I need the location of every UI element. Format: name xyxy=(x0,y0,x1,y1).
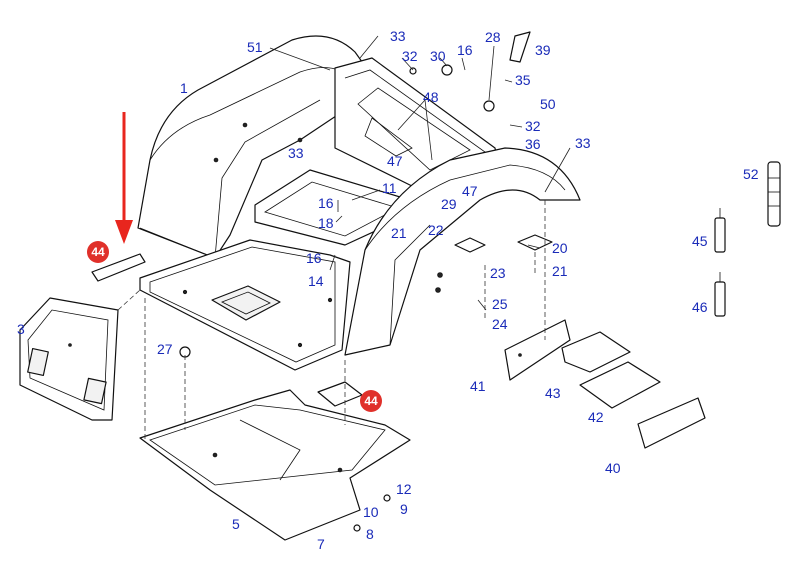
label-30: 30 xyxy=(430,48,446,64)
part-hardware xyxy=(179,31,553,532)
label-47-left: 47 xyxy=(387,153,403,169)
label-23: 23 xyxy=(490,265,506,281)
label-52: 52 xyxy=(743,166,759,182)
badge-44-left: 44 xyxy=(87,241,109,263)
badge-44-left-text: 44 xyxy=(91,245,105,259)
label-39: 39 xyxy=(535,42,551,58)
part-43-mat xyxy=(561,331,631,373)
part-rear-panel xyxy=(19,297,119,421)
highlight-arrow xyxy=(115,112,133,244)
label-33-left: 33 xyxy=(288,145,304,161)
label-32-mid: 32 xyxy=(525,118,541,134)
label-25: 25 xyxy=(492,296,508,312)
label-33-right: 33 xyxy=(575,135,591,151)
label-1: 1 xyxy=(180,80,188,96)
label-42: 42 xyxy=(588,409,604,425)
part-right-fender xyxy=(344,147,581,356)
label-29: 29 xyxy=(441,196,457,212)
label-41: 41 xyxy=(470,378,486,394)
label-33-top: 33 xyxy=(390,28,406,44)
label-24: 24 xyxy=(492,316,508,332)
label-36: 36 xyxy=(525,136,541,152)
label-14: 14 xyxy=(308,273,324,289)
part-labels: 1 3 5 7 8 9 10 11 12 14 16 16 16 18 20 2… xyxy=(17,28,759,552)
label-12: 12 xyxy=(396,481,412,497)
part-52-cartridge xyxy=(767,161,781,227)
label-35: 35 xyxy=(515,72,531,88)
label-9: 9 xyxy=(400,501,408,517)
label-21-right: 21 xyxy=(552,263,568,279)
label-27: 27 xyxy=(157,341,173,357)
part-41-panel xyxy=(504,319,571,381)
label-7: 7 xyxy=(317,536,325,552)
label-21-left: 21 xyxy=(391,225,407,241)
label-10: 10 xyxy=(363,504,379,520)
label-8: 8 xyxy=(366,526,374,542)
badge-44-right-text: 44 xyxy=(364,394,378,408)
label-16-mid: 16 xyxy=(318,195,334,211)
part-40-panel xyxy=(637,397,706,449)
part-42-mat xyxy=(579,361,661,409)
part-44-pad-right xyxy=(317,381,363,407)
label-20: 20 xyxy=(552,240,568,256)
part-46-cartridge xyxy=(714,272,726,317)
label-43: 43 xyxy=(545,385,561,401)
label-3: 3 xyxy=(17,321,25,337)
label-18: 18 xyxy=(318,215,334,231)
part-45-cartridge xyxy=(714,208,726,253)
label-45: 45 xyxy=(692,233,708,249)
label-40: 40 xyxy=(605,460,621,476)
part-44-pad-left xyxy=(91,253,146,282)
leader-lines xyxy=(269,35,571,311)
label-16-top: 16 xyxy=(457,42,473,58)
badge-44-right: 44 xyxy=(360,390,382,412)
label-22: 22 xyxy=(428,222,444,238)
part-floor-plate xyxy=(139,239,351,371)
assembly-lines xyxy=(117,200,546,440)
label-32-top: 32 xyxy=(402,48,418,64)
label-51: 51 xyxy=(247,39,263,55)
label-47-right: 47 xyxy=(462,183,478,199)
part-floor-mat xyxy=(139,389,411,541)
label-46: 46 xyxy=(692,299,708,315)
label-50: 50 xyxy=(540,96,556,112)
label-11: 11 xyxy=(382,180,397,196)
label-16-low: 16 xyxy=(306,250,322,266)
label-48: 48 xyxy=(423,89,439,105)
label-5: 5 xyxy=(232,516,240,532)
label-28: 28 xyxy=(485,29,501,45)
